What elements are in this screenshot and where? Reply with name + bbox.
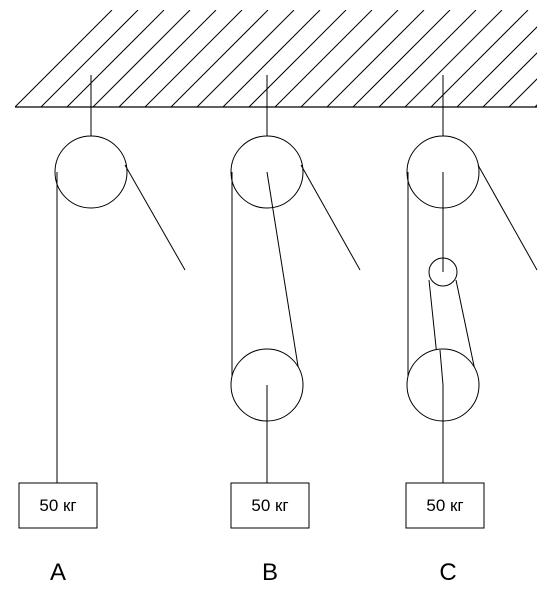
system-c: [405, 75, 538, 529]
system-b-weight: [230, 482, 310, 529]
hatch-line: [118, 10, 217, 107]
hatch-line: [404, 10, 503, 107]
hatch-line: [508, 78, 537, 107]
hatch-line: [300, 10, 399, 107]
ceiling-hatching: [15, 10, 537, 107]
hatch-line: [378, 10, 477, 107]
system-a-pull-rope: [124, 164, 186, 271]
hatch-line: [274, 10, 373, 107]
hatch-line: [430, 10, 529, 107]
system-c-pull-rope: [477, 164, 538, 271]
system-c-weight: [405, 482, 485, 529]
hatch-line: [66, 10, 165, 107]
hatch-line: [144, 10, 243, 107]
system-b: [230, 75, 361, 529]
hatch-line: [534, 104, 537, 107]
hatch-line: [222, 10, 321, 107]
system-b-label: B: [262, 559, 278, 586]
hatch-line: [482, 52, 537, 107]
system-a-label: A: [50, 559, 66, 586]
hatch-line: [248, 10, 347, 107]
hatch-line: [352, 10, 451, 107]
hatch-line: [92, 10, 191, 107]
system-a-weight: [18, 482, 98, 529]
ceiling: [15, 10, 537, 108]
system-c-movable-inner-rope: [439, 349, 444, 386]
system-b-weight-label: 50 кг: [251, 496, 288, 515]
system-c-label: C: [439, 559, 456, 586]
hatch-line: [456, 26, 537, 107]
system-a: [18, 75, 186, 529]
hatch-line: [40, 10, 139, 107]
hatch-line: [326, 10, 425, 107]
system-c-weight-label: 50 кг: [426, 496, 463, 515]
system-b-pull-rope: [300, 164, 361, 271]
hatch-line: [15, 10, 113, 107]
system-b-right-rope: [266, 171, 302, 386]
system-a-fixed-pulley: [54, 135, 128, 209]
hatch-line: [170, 10, 269, 107]
hatch-line: [196, 10, 295, 107]
system-a-weight-label: 50 кг: [39, 496, 76, 515]
